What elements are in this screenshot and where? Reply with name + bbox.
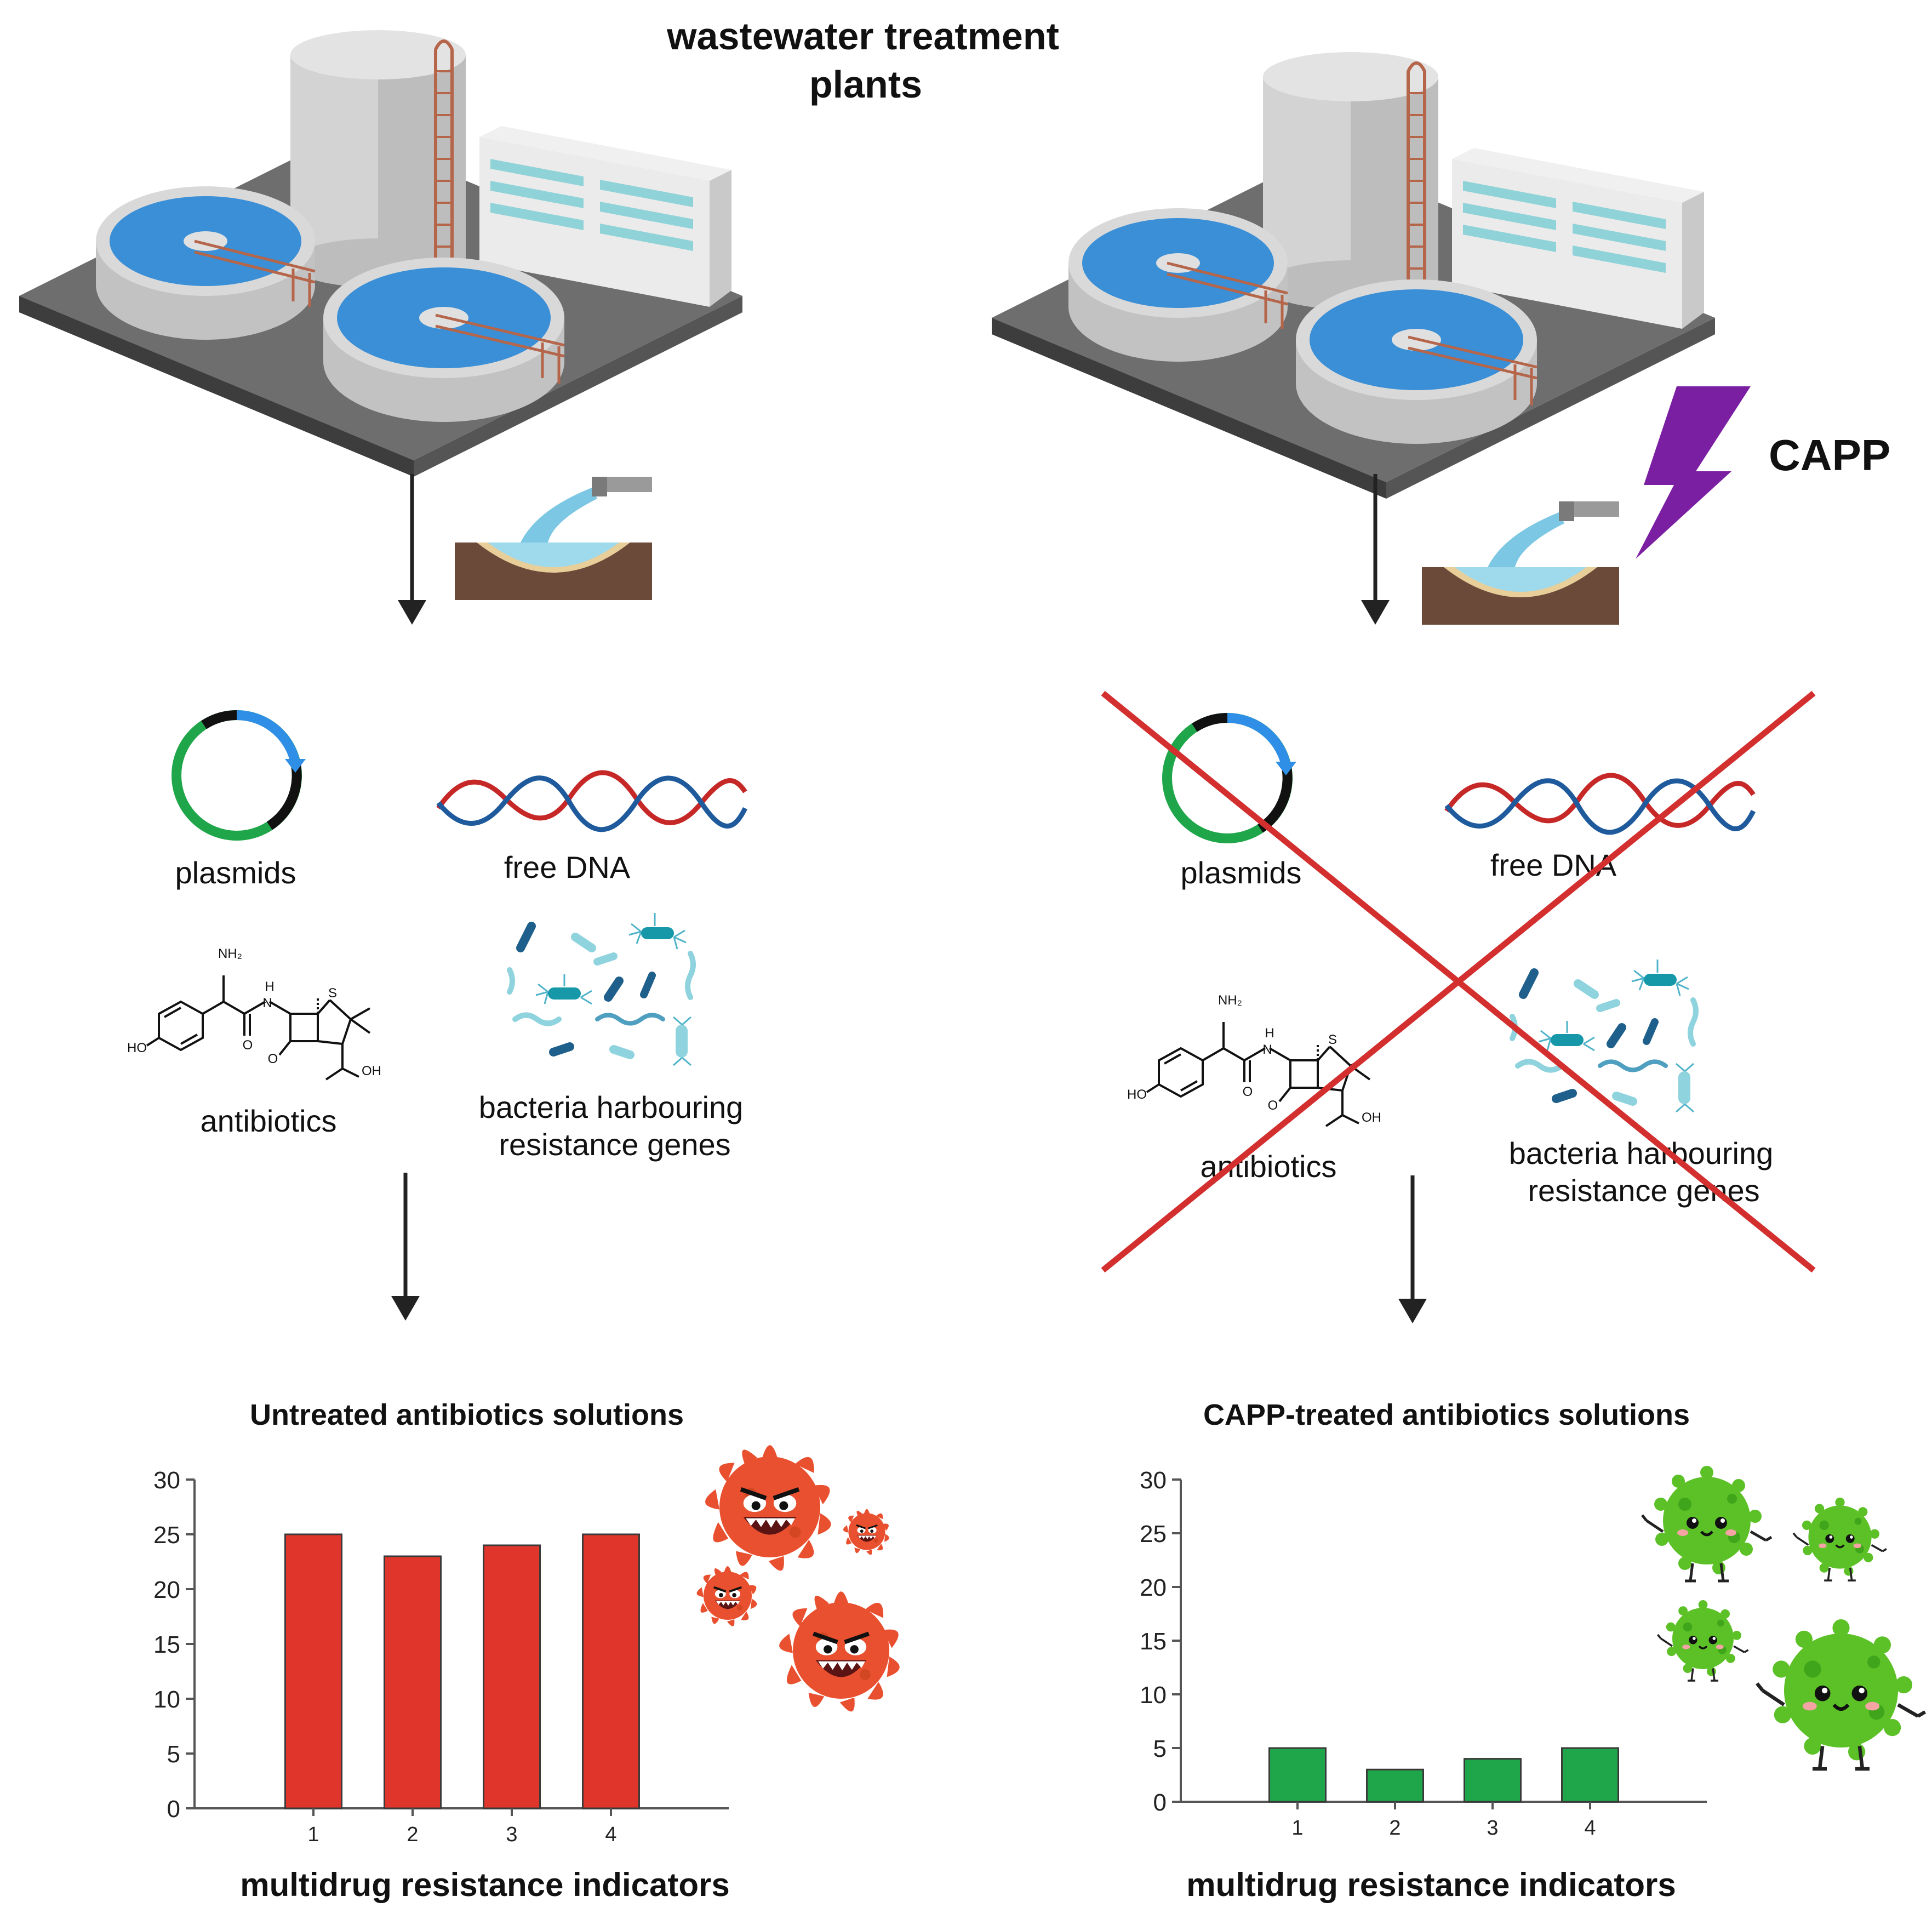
right-y-tick-label: 15 [1140,1628,1167,1655]
chem-o1-right: O [1243,1084,1253,1099]
flow-arrow-right-bottom [1398,1175,1427,1323]
smiling-microbe-xl-icon [1757,1619,1925,1769]
left-x-tick-label: 1 [307,1823,319,1846]
left-x-tick-label: 2 [407,1823,418,1846]
angry-microbe-xl-icon [779,1591,900,1711]
right-x-tick-label: 3 [1487,1817,1498,1840]
right-y-tick-label: 25 [1140,1521,1167,1547]
left-y-tick-label: 10 [153,1686,180,1713]
right-y-tick-label: 0 [1153,1789,1167,1816]
free-dna-label-left: free DNA [504,850,631,884]
bacteria-label-right-line2: resistance genes [1528,1173,1759,1208]
smiling-microbe-small-icon [1656,1599,1750,1682]
right-bar-2 [1366,1768,1424,1803]
chart-right-title: CAPP-treated antibiotics solutions [1203,1398,1690,1431]
flow-arrow-right-top [1361,474,1390,625]
right-x-tick-label: 2 [1389,1817,1401,1840]
left-bar-3 [483,1544,541,1809]
treatment-plant-left-icon [19,30,742,477]
capp-label: CAPP [1769,431,1890,479]
chem-h-right: H [1265,1026,1274,1041]
right-y-tick-label: 30 [1140,1467,1167,1494]
chem-o2-left: O [268,1052,278,1066]
dna-helix-right-icon [1447,775,1753,832]
plasmid-left-icon [176,715,306,836]
bacteria-label-right-line1: bacteria harbouring [1509,1136,1774,1170]
free-dna-label-right: free DNA [1490,848,1617,882]
bar-chart-capp-treated: 0 5 10 15 20 25 30 1 2 3 4 [1140,1467,1707,1840]
angry-microbe-small-icon [842,1508,890,1556]
cross-out-mark [1101,690,1816,1273]
chem-oh-right: OH [1362,1110,1381,1125]
ampicillin-structure-right-icon: NH₂ H N O O S HO OH [1127,993,1381,1127]
flow-arrow-left-bottom [391,1173,420,1321]
chem-o1-left: O [243,1038,253,1053]
plasmids-label-right: plasmids [1181,855,1302,890]
chem-nh2-right: NH₂ [1218,993,1242,1008]
treatment-plant-right-icon [992,52,1715,499]
right-y-tick-label: 5 [1153,1735,1167,1762]
left-bar-4 [582,1533,640,1809]
smiling-microbe-large-icon [1642,1466,1771,1581]
ampicillin-structure-left-icon: NH₂ H N O O S HO OH [127,946,381,1081]
chart-right-xlabel: multidrug resistance indicators [1186,1866,1676,1903]
chem-n1-left: N [262,996,272,1010]
left-y-tick-label: 30 [153,1467,180,1494]
chem-s-right: S [1328,1032,1337,1047]
antibiotics-label-right: antibiotics [1200,1149,1336,1184]
dna-helix-left-icon [438,773,745,830]
left-y-tick-label: 25 [153,1522,180,1549]
right-y-tick-label: 20 [1140,1574,1167,1601]
left-y-tick-label: 0 [167,1796,180,1823]
plasmids-label-left: plasmids [175,855,296,890]
outflow-pipe-right-icon [1422,501,1619,625]
bacteria-cluster-left-icon [510,913,693,1065]
diagram-title-line1: wastewater treatment [666,15,1059,58]
chem-s-left: S [328,986,337,1001]
bacteria-label-left-line1: bacteria harbouring [479,1090,744,1124]
chem-ho-right: HO [1127,1087,1147,1102]
outflow-pipe-left-icon [455,477,652,600]
left-y-tick-label: 5 [167,1741,180,1768]
diagram-title-line2: plants [809,63,922,106]
right-y-tick-label: 10 [1140,1682,1167,1709]
left-x-tick-label: 4 [605,1823,616,1846]
lightning-bolt-icon [1636,386,1751,559]
bacteria-label-left-line2: resistance genes [499,1127,730,1162]
bar-chart-untreated: 0 5 10 15 20 25 30 1 2 3 4 [153,1467,729,1846]
right-bar-3 [1464,1758,1522,1803]
left-bar-1 [284,1533,342,1809]
angry-microbe-medium-icon [695,1565,758,1628]
flow-arrow-left-top [398,474,426,625]
chart-left-title: Untreated antibiotics solutions [250,1398,684,1431]
right-x-tick-label: 4 [1584,1817,1596,1840]
left-bar-2 [384,1555,442,1809]
smiling-microbe-medium-icon [1792,1497,1888,1581]
chem-oh-left: OH [362,1064,381,1078]
right-bar-4 [1561,1747,1619,1803]
right-bar-1 [1268,1747,1327,1803]
chem-n1-right: N [1262,1042,1272,1057]
left-x-tick-label: 3 [506,1823,517,1846]
plasmid-right-icon [1167,718,1296,838]
chem-ho-left: HO [127,1041,147,1055]
chem-o2-right: O [1268,1098,1278,1113]
chart-left-xlabel: multidrug resistance indicators [240,1866,730,1903]
chem-nh2-left: NH₂ [218,946,242,961]
left-y-tick-label: 20 [153,1577,180,1603]
angry-microbe-large-icon [705,1445,831,1571]
left-y-tick-label: 15 [153,1631,180,1658]
antibiotics-label-left: antibiotics [200,1104,336,1138]
bacteria-cluster-right-icon [1512,960,1696,1112]
right-x-tick-label: 1 [1291,1817,1303,1840]
chem-h-left: H [265,979,274,994]
